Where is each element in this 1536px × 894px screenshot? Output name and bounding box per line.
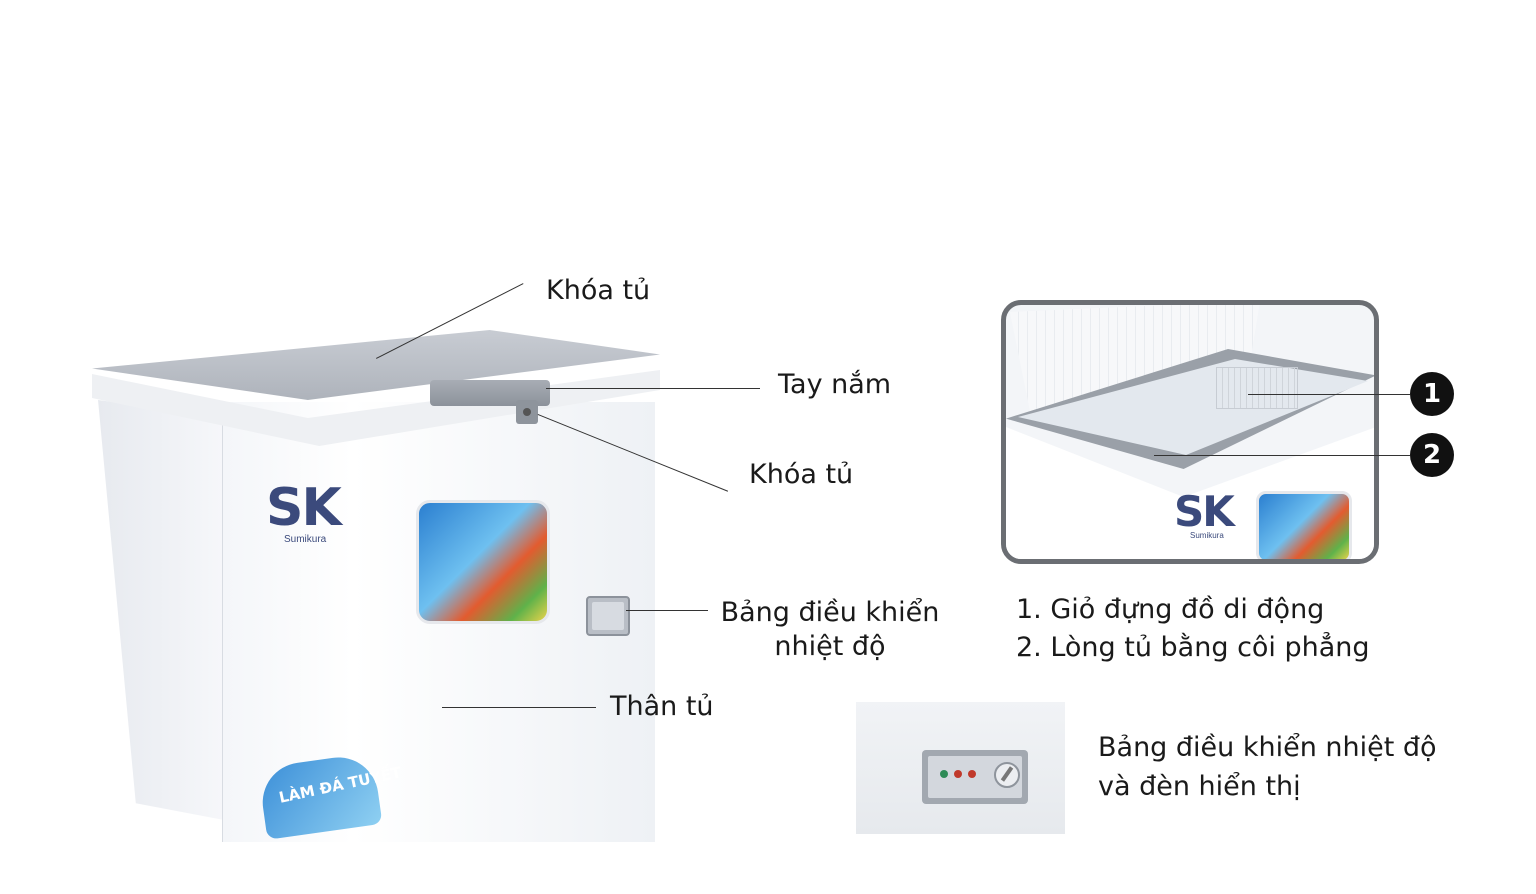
panel-detail-line2: và đèn hiển thị <box>1098 771 1301 802</box>
leader-line-body <box>442 707 596 708</box>
leader-line-control-panel <box>626 610 708 611</box>
legend-item-2: 2. Lòng tủ bằng côi phẳng <box>1016 632 1370 663</box>
callout-lock-top: Khóa tủ <box>546 275 651 306</box>
marker-2: 2 <box>1410 433 1454 477</box>
leader-line-marker-1 <box>1248 394 1410 395</box>
leader-line-handle <box>546 388 760 389</box>
callout-control-panel: Bảng điều khiển nhiệt độ <box>720 596 940 664</box>
power-light-icon <box>940 770 948 778</box>
inset-brand-logo: SK <box>1174 487 1235 536</box>
temperature-control-panel <box>586 596 630 636</box>
callout-lock: Khóa tủ <box>749 459 854 490</box>
panel-detail-line1: Bảng điều khiển nhiệt độ <box>1098 732 1437 763</box>
lock-icon <box>516 400 538 424</box>
product-sticker <box>416 500 550 624</box>
control-panel-photo <box>856 702 1065 834</box>
brand-logo: SK <box>266 478 342 538</box>
marker-1: 1 <box>1410 372 1454 416</box>
legend-item-1: 1. Giỏ đựng đồ di động <box>1016 594 1325 625</box>
inset-product-sticker <box>1256 491 1352 559</box>
callout-handle: Tay nắm <box>778 369 892 400</box>
thermostat-knob-icon <box>994 762 1020 788</box>
callout-body: Thân tủ <box>610 691 714 722</box>
inset-basket <box>1216 367 1298 409</box>
leader-line-marker-2 <box>1154 455 1410 456</box>
freezer-side-panel <box>98 400 224 820</box>
callout-control-panel-line1: Bảng điều khiển <box>720 597 940 628</box>
fast-freeze-light-icon <box>968 770 976 778</box>
callout-control-panel-line2: nhiệt độ <box>774 630 886 662</box>
inset-brand-sub-logo: Sumikura <box>1190 531 1224 540</box>
run-light-icon <box>954 770 962 778</box>
brand-sub-logo: Sumikura <box>284 534 327 545</box>
inset-photo-interior: SK Sumikura <box>1001 300 1379 564</box>
